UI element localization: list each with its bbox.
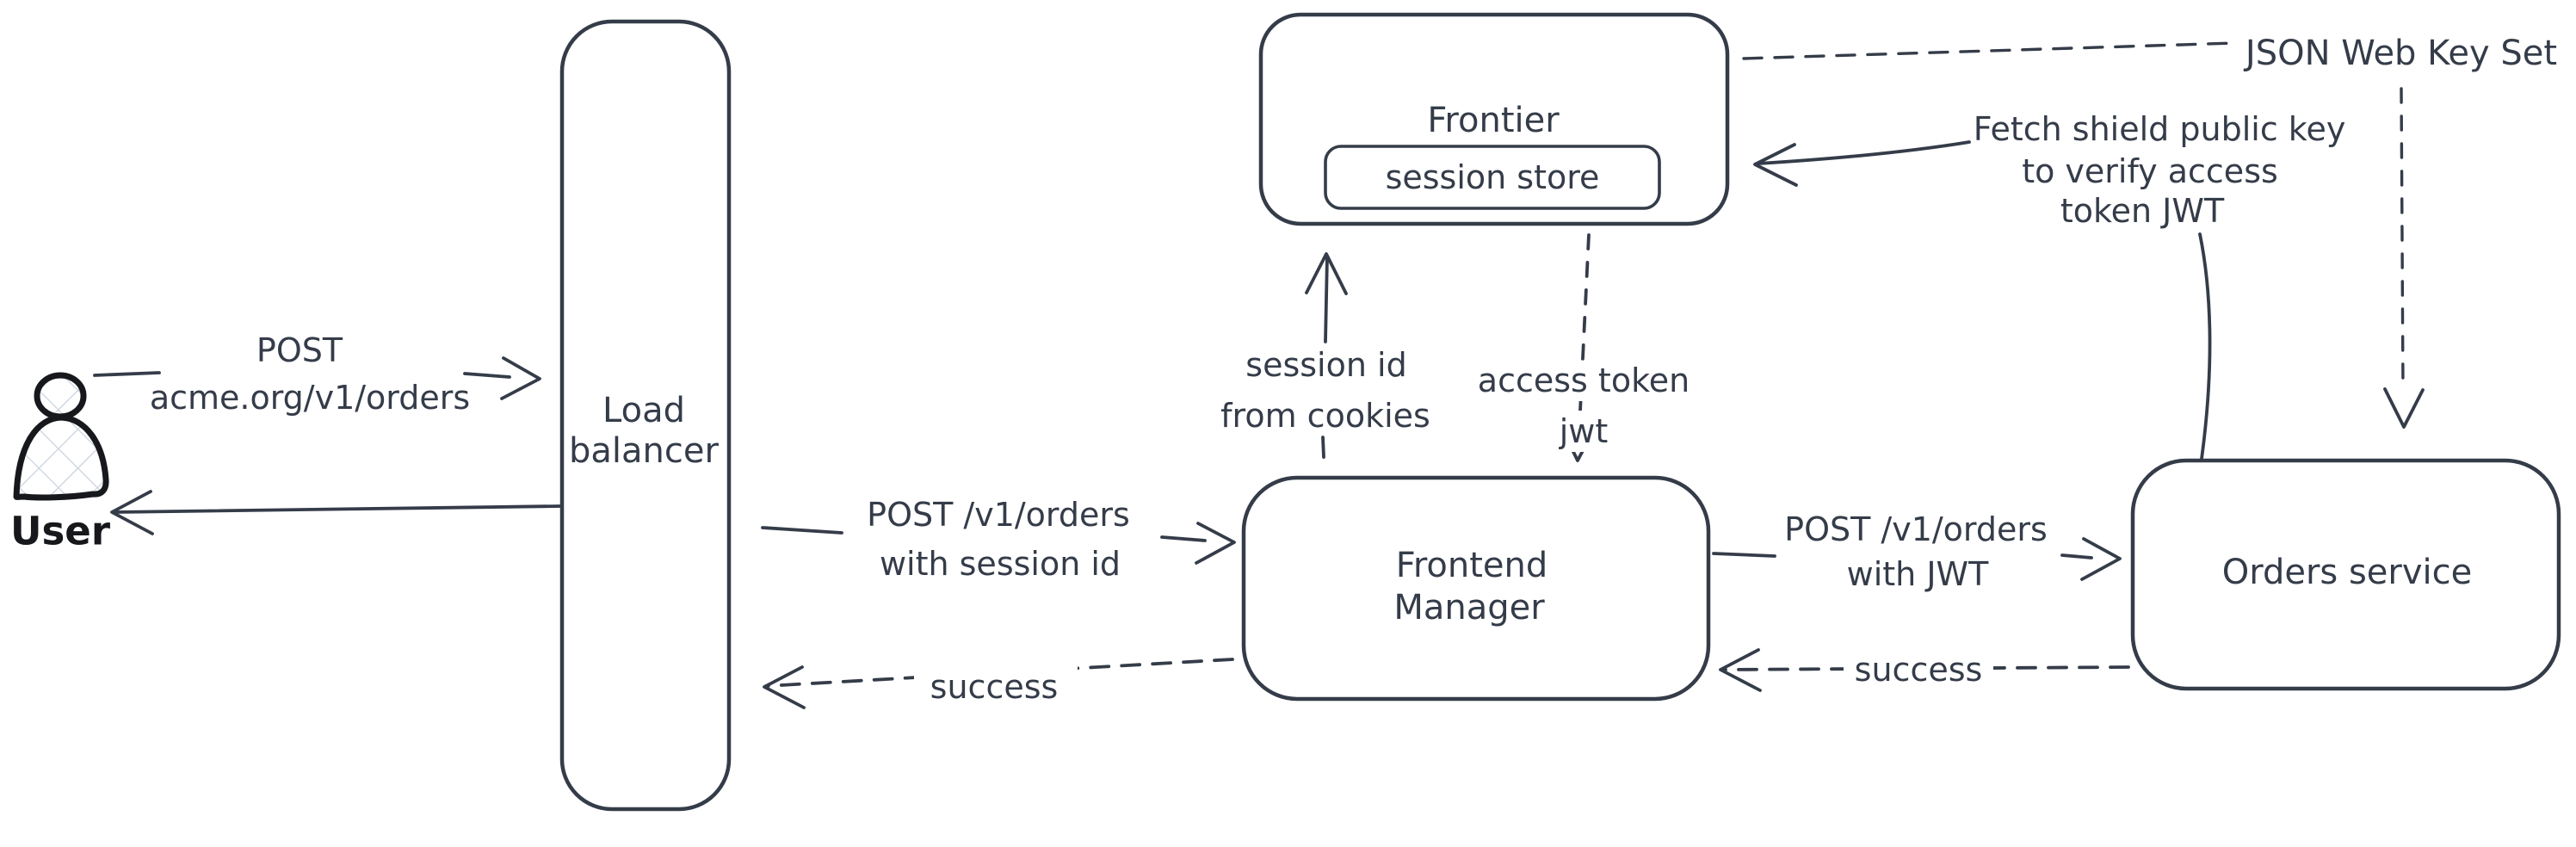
frontend-manager-box (1241, 475, 1711, 702)
edge-orders-service-to-frontend-manager-success: success (1719, 647, 2130, 694)
edge-load-balancer-to-user (110, 490, 562, 535)
frontend-manager-node: Frontend Manager (1241, 475, 1711, 702)
edge-line (2060, 553, 2093, 560)
user-icon-head (34, 372, 87, 420)
label-backdrop (1844, 647, 1993, 694)
arrowhead-left-icon (763, 665, 806, 709)
session-store-box (1324, 145, 1661, 210)
edge-label-line1: Fetch shield public key (1974, 110, 2346, 148)
edge-line (1160, 535, 1207, 542)
edge-load-balancer-to-frontend-manager: POST /v1/orders with session id (761, 496, 1236, 583)
load-balancer-label-line2: balancer (569, 431, 719, 471)
label-backdrop (1467, 361, 1701, 401)
frontier-node: Frontier session store (1258, 12, 1730, 226)
edge-label-line2: jwt (1559, 412, 1609, 450)
edge-label-line2: from cookies (1220, 397, 1430, 435)
load-balancer-node: Load balancer (559, 19, 732, 812)
arrowhead-right-icon (2080, 537, 2122, 581)
edge-label: success (1855, 651, 1983, 689)
edge-frontier-to-frontend-manager: access token jwt (1467, 233, 1701, 462)
edge-line (93, 371, 161, 377)
edge-frontend-manager-to-load-balancer-success: success (763, 658, 1234, 711)
edge-orders-service-to-frontier-fetch-key: Fetch shield public key to verify access… (1753, 110, 2346, 461)
load-balancer-box (559, 19, 732, 812)
jwks-dashed-line-horizontal (1742, 41, 2237, 60)
arrowhead-left-icon (110, 490, 154, 535)
arrowhead-left-icon (1719, 648, 1762, 692)
edge-label-line2: with session id (880, 545, 1121, 583)
edge-user-to-load-balancer: POST acme.org/v1/orders (93, 331, 541, 417)
user-label: User (10, 509, 111, 554)
orders-service-label: Orders service (2222, 553, 2473, 592)
orders-service-node: Orders service (2130, 458, 2561, 691)
edge-label-line1: POST (256, 331, 343, 369)
arrowhead-left-icon (1753, 143, 1798, 187)
user-icon-body (13, 414, 109, 501)
edge-frontend-manager-to-frontier: session id from cookies (1220, 252, 1430, 459)
frontend-manager-label-line1: Frontend (1396, 546, 1548, 585)
jwks-dashed-line-vertical (2400, 87, 2405, 391)
session-store-label: session store (1386, 158, 1600, 196)
arrowhead-up-icon (1305, 252, 1348, 295)
edge-label-line1: POST /v1/orders (867, 496, 1130, 534)
jwks-label: JSON Web Key Set (2243, 34, 2557, 73)
edge-line (1324, 255, 1329, 343)
edge-label: success (930, 668, 1059, 706)
edge-label-line1: access token (1478, 362, 1690, 399)
edge-line (463, 372, 511, 379)
edge-label-line2: with JWT (1847, 555, 1989, 593)
edge-curve (2198, 232, 2212, 461)
label-backdrop (1546, 411, 1622, 452)
edge-line (114, 504, 562, 514)
label-backdrop (914, 663, 1078, 711)
jwks-annotation: JSON Web Key Set (1742, 34, 2557, 429)
edge-line (1757, 140, 1971, 165)
edge-line (1321, 436, 1325, 459)
edge-line (1712, 552, 1776, 558)
arrowhead-right-icon (1195, 522, 1236, 565)
user-actor: User (10, 372, 111, 554)
frontend-manager-label-line2: Manager (1393, 588, 1545, 628)
arrowhead-down-icon (2383, 387, 2425, 429)
edge-label-line3: token JWT (2060, 192, 2225, 230)
edge-label-line1: session id (1245, 346, 1406, 384)
edge-line (761, 526, 843, 535)
orders-service-box (2130, 458, 2561, 691)
edge-label-line2: to verify access (2022, 152, 2278, 190)
edge-label-line1: POST /v1/orders (1784, 510, 2048, 548)
load-balancer-label-line1: Load (602, 391, 685, 430)
edge-frontend-manager-to-orders-service: POST /v1/orders with JWT (1712, 510, 2122, 593)
arrowhead-right-icon (500, 356, 541, 400)
frontier-label: Frontier (1427, 101, 1560, 140)
edge-label-line2: acme.org/v1/orders (150, 379, 470, 417)
